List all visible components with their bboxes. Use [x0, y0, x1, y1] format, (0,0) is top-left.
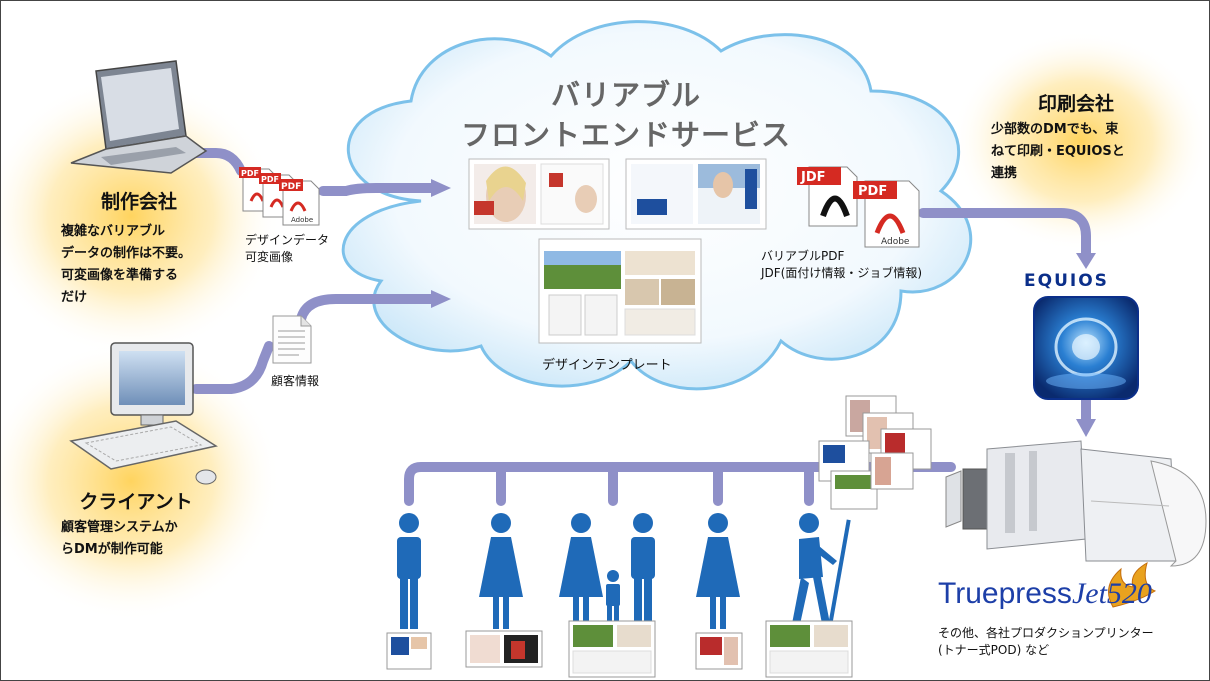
creator-description-line-2: データの制作は不要。 [61, 246, 192, 261]
truepress-flame-icon [1108, 561, 1157, 608]
creator-description-line-1: 複雑なバリアブル [61, 224, 166, 239]
template-thumbnail-2 [625, 158, 767, 230]
svg-text:JDF: JDF [800, 170, 826, 185]
variable-pdf-label-line-2: JDF(面付け情報・ジョブ情報) [761, 266, 923, 280]
client-title: クライアント [79, 491, 193, 513]
variable-pdf-icon: PDF Adobe [853, 180, 920, 248]
pdf-icons-left: PDF PDF PDF Adobe [239, 167, 320, 226]
woman-icon [479, 513, 523, 629]
dm-pile [818, 395, 932, 510]
variable-pdf-label: バリアブルPDF JDF(面付け情報・ジョブ情報) [761, 248, 922, 282]
truepress-note: その他、各社プロダクションプリンター (トナー式POD) など [938, 625, 1154, 659]
arrow-to-printer [1076, 419, 1096, 437]
client-description: 顧客管理システムか らDMが制作可能 [61, 517, 251, 561]
man-icon [397, 513, 421, 629]
arrow-to-cloud-top [431, 179, 451, 197]
equios-server-icon [1033, 296, 1139, 400]
printer-company-description-line-3: 連携 [991, 166, 1018, 181]
equios-logo: EQUIOS [1024, 271, 1109, 291]
connector-pdf-to-cloud [318, 183, 436, 196]
dm-thumbnail [765, 620, 853, 678]
woman-icon-2 [696, 513, 740, 629]
truepress-model: Jet520 [1071, 577, 1152, 610]
cloud-title: バリアブル フロントエンドサービス [456, 75, 796, 155]
dm-thumbnail [695, 632, 743, 670]
creator-glow [1, 76, 281, 356]
laptop-icon [70, 60, 208, 174]
family-man-icon [631, 513, 655, 629]
connector-customer-info-to-cloud [296, 294, 436, 324]
jdf-icon: JDF [797, 166, 858, 227]
elderly-with-cane-icon [791, 513, 851, 631]
design-template-label: デザインテンプレート [542, 358, 672, 373]
desktop-computer-icon [69, 342, 218, 485]
dm-thumbnail [386, 632, 432, 670]
bottom-thumbnails [386, 620, 853, 678]
variable-pdf-label-line-1: バリアブルPDF [761, 249, 845, 263]
connector-bus [404, 462, 956, 506]
svg-text:PDF: PDF [261, 175, 279, 184]
creator-description-line-3: 可変画像を準備する [61, 268, 179, 283]
printer-company-description-line-2: ねて印刷・EQUIOSと [991, 144, 1125, 159]
design-data-label-line-1: デザインデータ [245, 233, 330, 247]
dm-thumbnail [465, 630, 543, 668]
creator-description-line-4: だけ [61, 290, 88, 305]
pdf-icon: PDF Adobe [279, 179, 320, 226]
svg-text:PDF: PDF [281, 182, 301, 192]
svg-text:PDF: PDF [241, 169, 259, 178]
arrow-to-equios [1076, 253, 1096, 269]
creator-title: 制作会社 [100, 191, 177, 213]
arrowheads [431, 179, 1096, 437]
svg-text:Adobe: Adobe [881, 237, 910, 247]
printer-company-description: 少部数のDMでも、束 ねて印刷・EQUIOSと 連携 [991, 119, 1191, 185]
client-description-line-2: らDMが制作可能 [61, 542, 163, 557]
production-printer-icon [945, 440, 1207, 567]
cloud-title-line-2: フロントエンドサービス [460, 118, 791, 152]
child-icon [606, 570, 620, 629]
template-thumbnail-1 [468, 158, 610, 230]
creator-description: 複雑なバリアブル データの制作は不要。 可変画像を準備する だけ [61, 221, 251, 309]
connector-jdf-to-equios [918, 208, 1091, 259]
printer-company-title: 印刷会社 [1037, 93, 1114, 115]
truepress-brand: Truepress [938, 577, 1072, 610]
customer-info-label: 顧客情報 [271, 374, 320, 388]
template-thumbnail-3 [538, 238, 702, 344]
truepress-logo: TruepressJet520 [938, 577, 1152, 611]
truepress-note-line-2: (トナー式POD) など [938, 643, 1050, 657]
customer-info-document-icon [272, 315, 312, 364]
client-glow [1, 341, 281, 621]
people-icons [397, 513, 851, 631]
design-data-label: デザインデータ 可変画像 [245, 232, 329, 266]
printer-company-glow [951, 31, 1209, 251]
printer-company-description-line-1: 少部数のDMでも、束 [991, 122, 1119, 137]
dm-thumbnail [568, 620, 656, 678]
client-description-line-1: 顧客管理システムか [61, 520, 178, 535]
design-data-label-line-2: 可変画像 [245, 250, 294, 264]
svg-text:PDF: PDF [858, 184, 887, 199]
arrow-to-cloud-bottom [431, 290, 451, 308]
connector-pc-to-customer-info [191, 341, 274, 394]
family-woman-icon [559, 513, 603, 629]
truepress-note-line-1: その他、各社プロダクションプリンター [938, 626, 1154, 640]
svg-text:Adobe: Adobe [291, 216, 313, 224]
cloud-title-line-1: バリアブル [550, 78, 701, 112]
